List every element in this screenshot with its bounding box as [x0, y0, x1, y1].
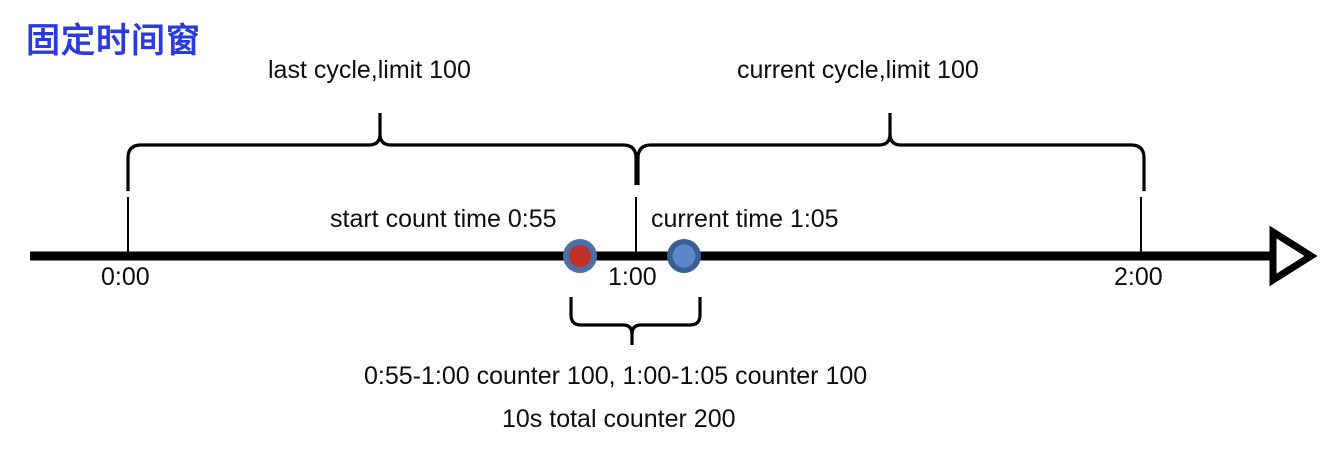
note-total-counter: 10s total counter 200	[502, 405, 736, 433]
right-arrowhead-icon	[1269, 225, 1318, 287]
tick-label-2-00: 2:00	[1114, 263, 1163, 291]
brace-last-cycle	[126, 113, 638, 191]
brace-window-span	[569, 297, 702, 345]
brace-label-current-cycle: current cycle,limit 100	[737, 56, 979, 84]
current-time-marker[interactable]	[667, 239, 701, 273]
page-title: 固定时间窗	[26, 22, 201, 60]
brace-label-last-cycle: last cycle,limit 100	[268, 56, 471, 84]
brace-current-cycle	[636, 113, 1146, 191]
note-counter-breakdown: 0:55-1:00 counter 100, 1:00-1:05 counter…	[364, 362, 868, 390]
tick-label-0-00: 0:00	[101, 263, 150, 291]
tick-label-1-00: 1:00	[608, 263, 657, 291]
marker-label-current-time: current time 1:05	[651, 205, 839, 233]
start-count-marker[interactable]	[563, 239, 597, 273]
marker-label-start-count: start count time 0:55	[330, 205, 557, 233]
